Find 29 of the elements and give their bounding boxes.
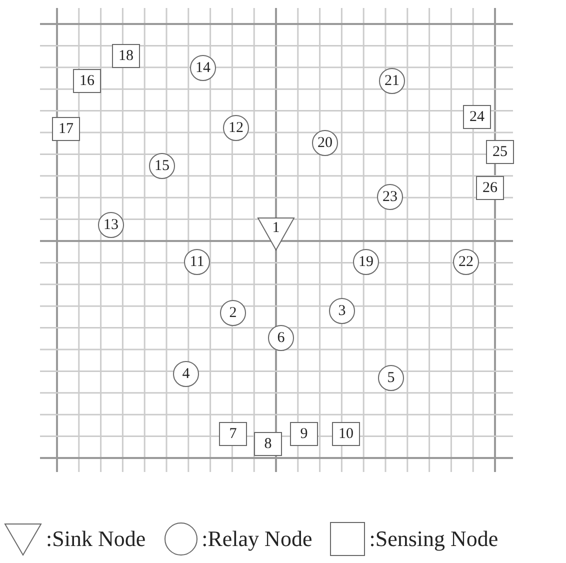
relay-node-circle: 21 [379,68,405,94]
legend-label: :Relay Node [202,526,312,552]
sensing-node-box: 8 [254,432,282,456]
sensing-node-box: 25 [486,140,514,164]
sensing-node-box: 18 [112,44,140,68]
sensing-node-box: 24 [463,105,491,129]
relay-node-circle: 23 [377,184,403,210]
relay-node-circle: 20 [312,130,338,156]
relay-node-circle: 3 [329,298,355,324]
sensing-node-box: 10 [332,422,360,446]
relay-node-circle: 11 [184,249,210,275]
legend-label: :Sensing Node [369,526,498,552]
sensing-node-box: 7 [219,422,247,446]
relay-node-circle: 2 [220,300,246,326]
sensing-node-box: 17 [52,117,80,141]
relay-node-circle: 6 [268,325,294,351]
relay-node-circle: 5 [378,365,404,391]
relay-node-circle: 14 [190,55,216,81]
sensing-node-box: 26 [476,176,504,200]
relay-node-circle: 13 [98,212,124,238]
legend-label: :Sink Node [46,526,146,552]
relay-node-circle: 19 [353,249,379,275]
sensing-node-box: 9 [290,422,318,446]
sensing-node-box: 16 [73,69,101,93]
sink-node-triangle: 1 [257,217,295,251]
relay-node-circle: 4 [173,361,199,387]
relay-node-circle: 12 [223,115,249,141]
relay-node-circle: 15 [149,153,175,179]
relay-node-circle: 22 [453,249,479,275]
